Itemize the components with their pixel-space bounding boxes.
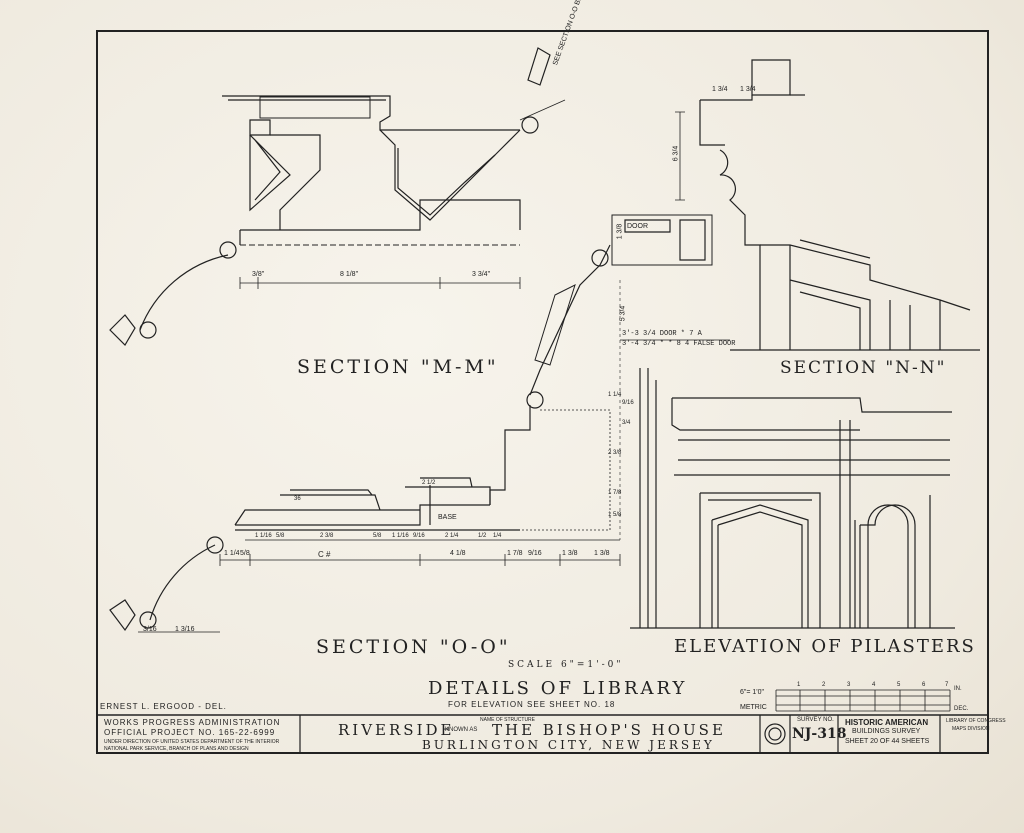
dim-oo-v1: 1 1/4 [608,392,622,398]
section-nn-drawing [591,59,980,351]
dim-oo-v4: 1 5/8 [608,512,622,518]
sheet-of: SHEET 20 OF 44 SHEETS [845,738,930,745]
dim-oo-v2: 2 3/8 [608,450,622,456]
dim-mm-3: 3 3/4" [472,271,491,278]
agency-line-3: UNDER DIRECTION OF UNITED STATES DEPARTM… [104,739,280,745]
dim-oo-t5: 1 1/16 [392,533,409,539]
scale-tick-5: 5 [897,682,901,688]
dim-nn-t2: 1 3/4 [740,86,756,93]
scale-metric-label: METRIC [740,704,767,711]
dim-oo-t9: 1/4 [493,533,502,539]
scale-imperial-label: 6"= 1'0" [740,689,765,696]
library-line-2: MAPS DIVISION [952,726,990,732]
dim-nn-v2: 1 3/8 [616,223,624,240]
dim-oo-t4: 5/8 [373,533,382,539]
sheet-title: DETAILS OF LIBRARY [428,678,688,699]
section-oo-drawing [109,244,621,633]
nn-note-2: 3'-4 3/4 * * 8 4 FALSE DOOR [622,340,736,348]
scale-tick-7: 7 [945,682,949,688]
scale-tick-6: 6 [922,682,926,688]
dim-oo-b1: 1 1/4 [224,550,240,557]
dim-oo-b2: 5/8 [240,550,250,557]
dim-oo-base2: 1 3/16 [175,626,195,633]
dim-small-2: 2 1/2 [422,480,436,486]
pilasters-elevation [630,368,955,629]
agency-line-2: OFFICIAL PROJECT NO. 165-22-6999 [104,728,276,737]
structure-name: RIVERSIDE [338,721,455,739]
scale-metric-unit: DEC. [954,706,969,712]
scale-tick-2: 2 [822,682,826,688]
dim-mm-1: 3/8" [252,271,265,278]
agency-line-1: WORKS PROGRESS ADMINISTRATION [104,718,281,727]
dim-oo-b6: 9/16 [528,550,542,557]
dim-oo-b5: 1 7/8 [507,550,523,557]
dim-mm-2: 8 1/8" [340,271,359,278]
dim-oo-t3: 2 3/8 [320,533,334,539]
dim-oo-v6: 3/4 [622,420,631,426]
known-as-label: KNOWN AS [445,727,478,733]
dim-oo-t2: 5/8 [276,533,285,539]
dim-oo-t8: 1/2 [478,533,487,539]
scale-tick-4: 4 [872,682,876,688]
dim-oo-v3: 1 7/8 [608,490,622,496]
section-mm-drawing [109,47,566,346]
dim-oo-t7: 2 1/4 [445,533,459,539]
name-of-structure-label: NAME OF STRUCTURE [480,717,535,723]
survey-label: SURVEY NO. [797,717,834,723]
habs-line-1: HISTORIC AMERICAN [845,718,929,727]
sheet-border [96,30,989,754]
scale-bar-graphic [775,689,951,712]
dim-oo-b4: 4 1/8 [450,550,466,557]
base-label: BASE [438,514,457,521]
agency-line-4: NATIONAL PARK SERVICE, BRANCH OF PLANS A… [104,746,249,752]
scale-note: SCALE 6"=1'-0" [508,660,624,670]
dim-oo-v5: 9/16 [622,400,634,406]
dim-oo-t1: 1 1/16 [255,533,272,539]
title-block-frame [97,714,988,753]
habs-line-2: BUILDINGS SURVEY [852,728,921,735]
section-mm-title: SECTION "M-M" [297,356,499,378]
door-label: DOOR [627,223,648,230]
dim-nn-v3: 5 3/4 [619,305,627,322]
dim-oo-base1: 3/16 [143,626,157,633]
dim-oo-b7: 1 3/8 [562,550,578,557]
section-oo-title: SECTION "O-O" [316,636,511,658]
nn-note-1: 3'-3 3/4 DOOR * 7 A [622,330,702,338]
scale-imperial-unit: IN. [954,686,962,692]
structure-alt-name: THE BISHOP'S HOUSE [492,721,726,739]
section-nn-title: SECTION "N-N" [780,358,947,378]
dim-nn-v1: 6 3/4 [672,145,680,162]
location: BURLINGTON CITY, NEW JERSEY [422,738,715,752]
dim-oo-b3: C # [318,550,331,559]
sheet-subtitle: FOR ELEVATION SEE SHEET NO. 18 [448,700,616,709]
delineator: ERNEST L. ERGOOD - DEL. [100,702,227,711]
library-line-1: LIBRARY OF CONGRESS [946,718,1006,724]
dim-oo-t6: 9/16 [413,533,425,539]
survey-number: NJ-318 [792,726,847,742]
elevation-title: ELEVATION OF PILASTERS [674,636,976,657]
dim-small-1: 36 [294,496,301,502]
dim-nn-t1: 1 3/4 [712,86,728,93]
dim-oo-b8: 1 3/8 [594,550,610,557]
scale-tick-1: 1 [797,682,801,688]
scale-tick-3: 3 [847,682,851,688]
